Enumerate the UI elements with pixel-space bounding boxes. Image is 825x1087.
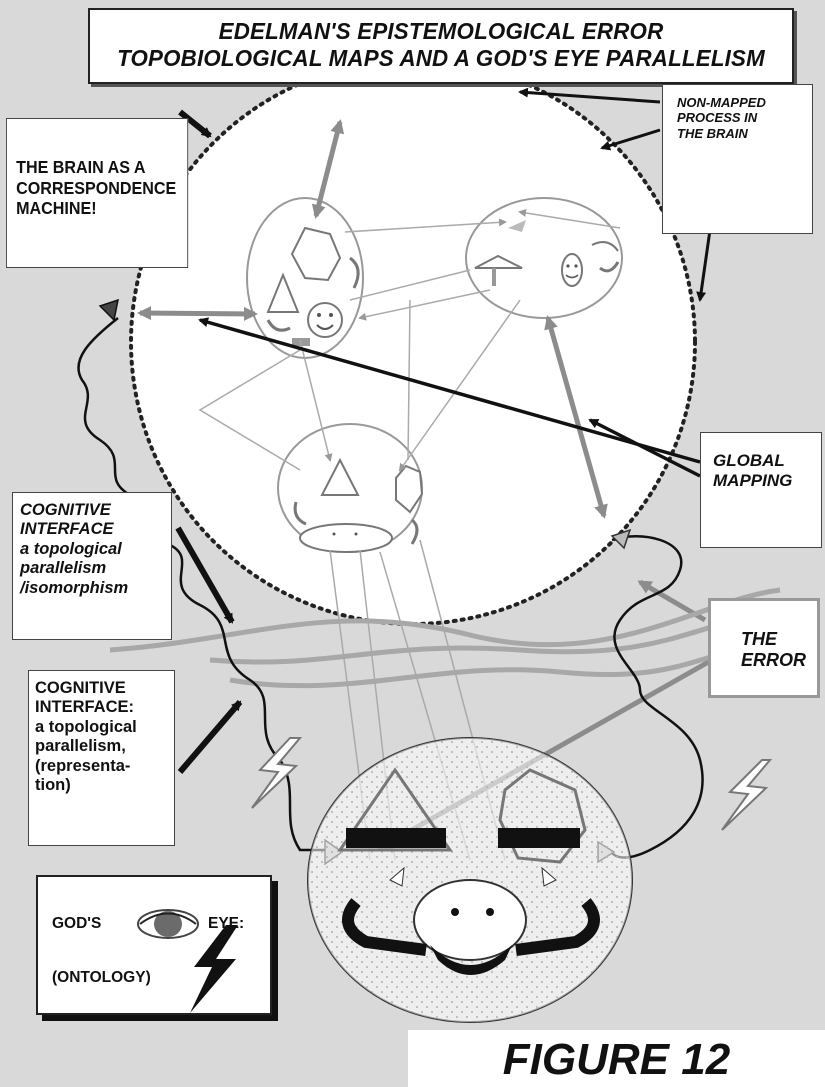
smiley-face-icon-small bbox=[562, 254, 582, 286]
title-line-2: TOPOBIOLOGICAL MAPS AND A GOD'S EYE PARA… bbox=[101, 45, 782, 72]
global-mapping-line-2: MAPPING bbox=[713, 471, 821, 491]
error-line-2: ERROR bbox=[741, 650, 817, 671]
ontology-label: (ONTOLOGY) bbox=[52, 969, 151, 987]
global-mapping-label: GLOBAL MAPPING bbox=[700, 432, 822, 548]
smiley-face-icon bbox=[308, 303, 342, 337]
title-box: EDELMAN'S EPISTEMOLOGICAL ERROR TOPOBIOL… bbox=[88, 8, 794, 84]
figure-caption: FIGURE 12 bbox=[408, 1030, 825, 1087]
gods-eye-box: GOD'S EYE: (ONTOLOGY) bbox=[36, 875, 272, 1015]
brain-machine-line-2: CORRESPONDENCE bbox=[16, 178, 187, 199]
gods-label: GOD'S bbox=[52, 915, 101, 933]
non-mapped-line-2: PROCESS IN bbox=[677, 110, 812, 125]
cog1-line-1: COGNITIVE bbox=[20, 501, 171, 520]
brain-machine-line-1: THE BRAIN AS A bbox=[16, 157, 187, 178]
cog2-line-5: (representa- bbox=[35, 757, 174, 776]
cognitive-interface-label-1: COGNITIVE INTERFACE a topological parall… bbox=[12, 492, 172, 640]
error-line-1: THE bbox=[741, 629, 817, 650]
cog2-line-6: tion) bbox=[35, 776, 174, 795]
world-face bbox=[308, 738, 632, 1022]
non-mapped-line-1: NON-MAPPED bbox=[677, 95, 812, 110]
cog1-line-5: /isomorphism bbox=[20, 579, 171, 598]
cog1-line-3: a topological bbox=[20, 540, 171, 559]
the-error-label: THE ERROR bbox=[708, 598, 820, 698]
cognitive-interface-label-2: COGNITIVE INTERFACE: a topological paral… bbox=[28, 670, 175, 846]
title-line-1: EDELMAN'S EPISTEMOLOGICAL ERROR bbox=[101, 18, 782, 45]
non-mapped-line-3: THE BRAIN bbox=[677, 126, 812, 141]
cog1-line-4: parallelism bbox=[20, 559, 171, 578]
cog2-line-1: COGNITIVE bbox=[35, 679, 174, 698]
global-mapping-line-1: GLOBAL bbox=[713, 451, 821, 471]
lightning-icon-dark bbox=[186, 923, 242, 1015]
brain-machine-label: THE BRAIN AS A CORRESPONDENCE MACHINE! bbox=[6, 118, 188, 268]
non-mapped-label: NON-MAPPED PROCESS IN THE BRAIN bbox=[662, 84, 813, 234]
cog2-line-2: INTERFACE: bbox=[35, 698, 174, 717]
cog1-line-2: INTERFACE bbox=[20, 520, 171, 539]
brain-machine-line-3: MACHINE! bbox=[16, 198, 187, 219]
cog2-line-4: parallelism, bbox=[35, 737, 174, 756]
cog2-line-3: a topological bbox=[35, 718, 174, 737]
